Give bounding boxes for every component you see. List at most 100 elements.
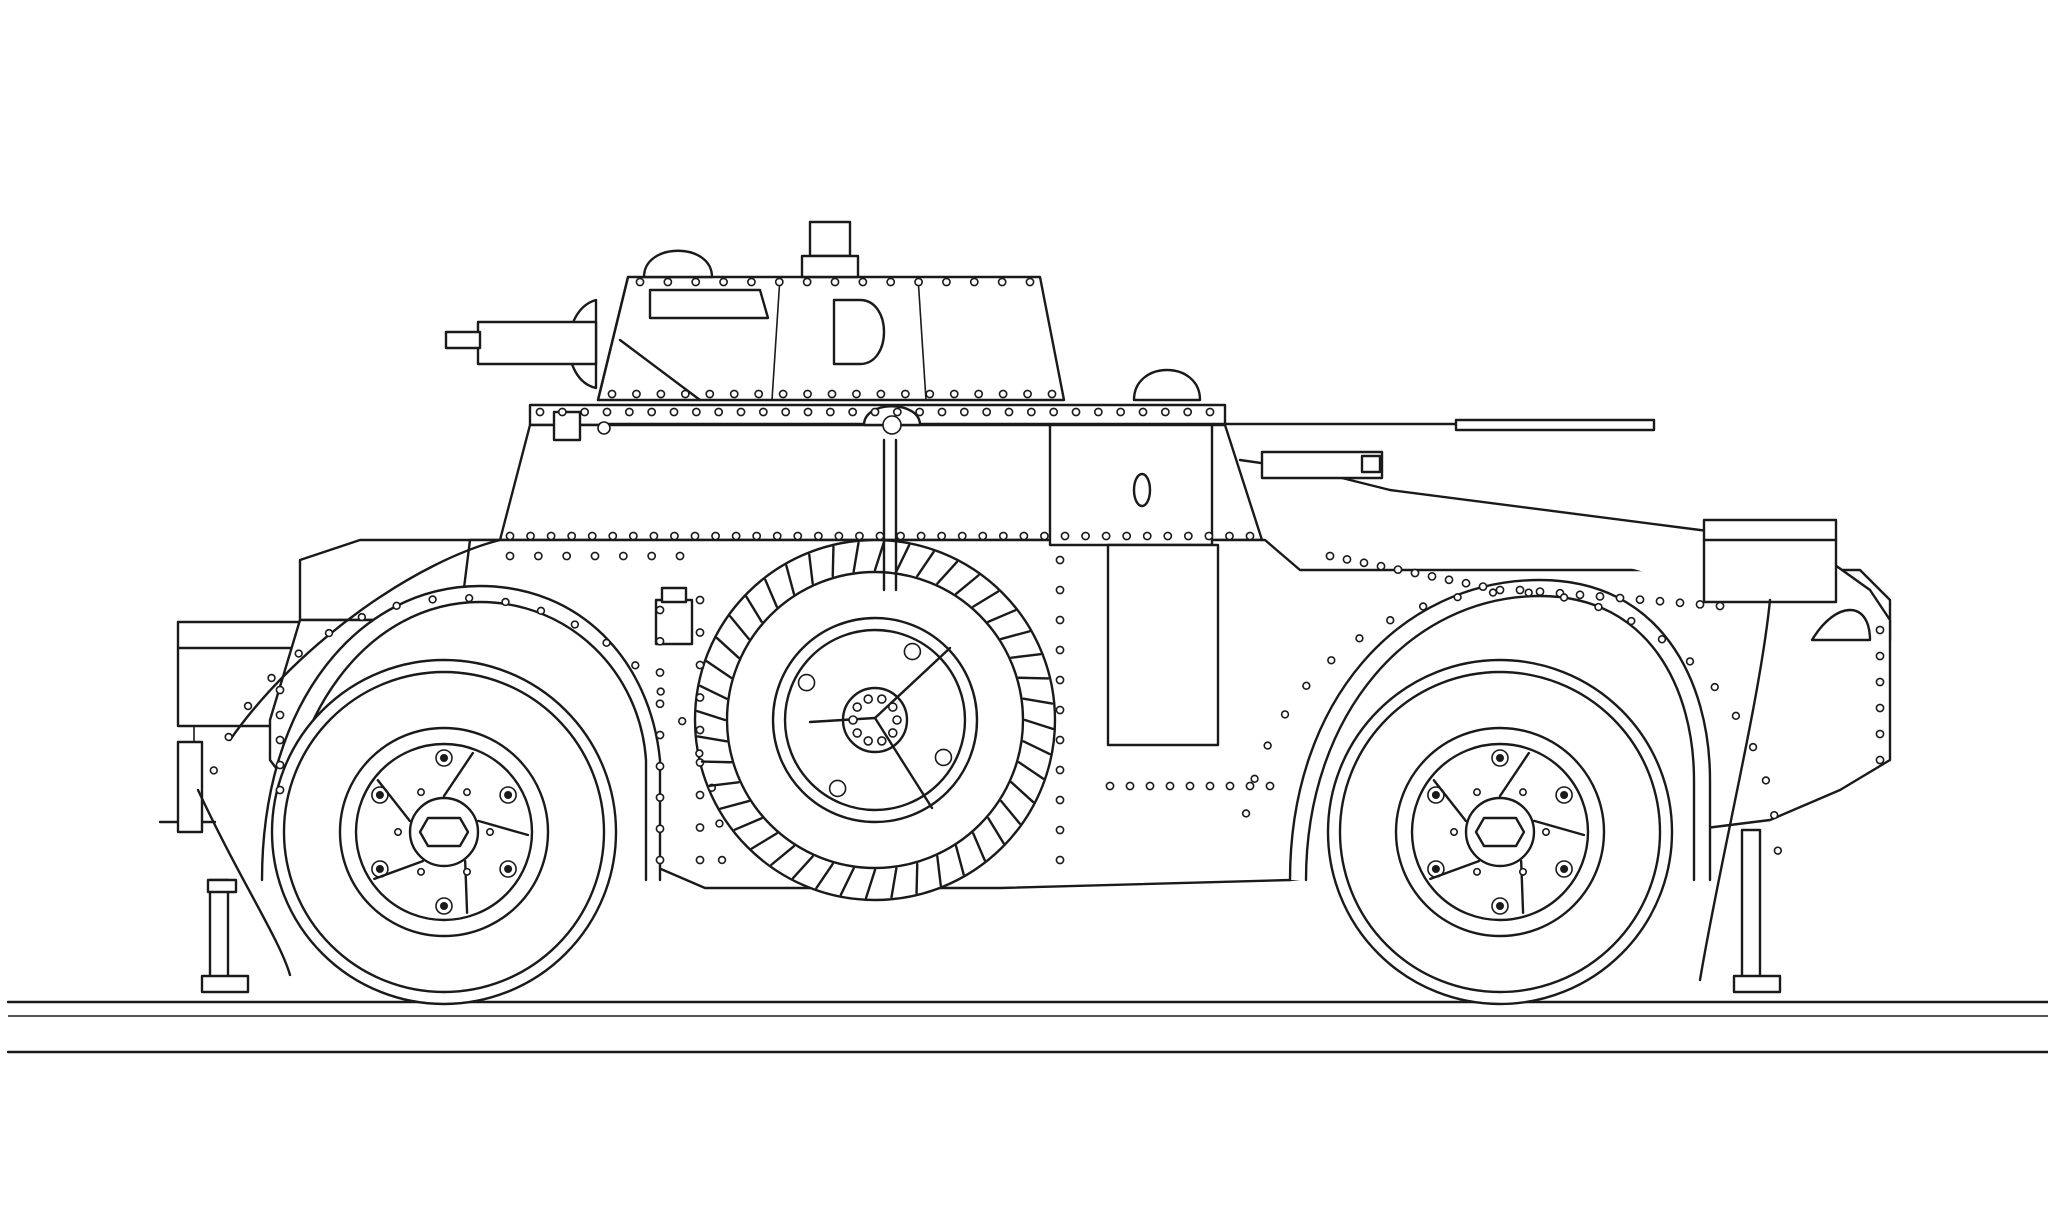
rivet <box>852 389 861 399</box>
rivet <box>793 531 803 541</box>
rivet <box>635 277 645 287</box>
tread-lug <box>954 844 965 876</box>
rivet <box>618 551 628 561</box>
tread-lug <box>733 817 763 831</box>
spare-wheel <box>693 538 1057 902</box>
tread-lug <box>1010 781 1035 804</box>
rivet <box>505 551 515 561</box>
rivet <box>717 855 727 865</box>
rivet <box>608 531 618 541</box>
rivet <box>1026 407 1036 417</box>
bolt-hole <box>876 694 887 704</box>
rivet <box>392 601 401 610</box>
rivet <box>705 389 715 399</box>
rivet <box>778 389 788 399</box>
rivet <box>1773 846 1783 855</box>
rivet <box>631 661 640 670</box>
rivet <box>275 760 285 770</box>
wheel-nut-center <box>375 791 384 799</box>
rivet <box>848 407 858 417</box>
rivet <box>1675 598 1685 608</box>
rivet <box>1204 531 1214 541</box>
rivet <box>324 628 334 638</box>
rivet <box>1163 531 1173 541</box>
rivet <box>731 531 741 541</box>
tread-lug <box>987 817 1005 845</box>
hub-bolt <box>485 827 494 836</box>
rivet <box>1049 407 1059 417</box>
rivet <box>675 551 685 561</box>
rivet <box>1138 407 1148 417</box>
wheel-spoke <box>1429 859 1481 881</box>
rivet <box>536 606 546 616</box>
tread-lug <box>729 615 751 641</box>
rivet <box>1055 735 1065 745</box>
front-road-wheel <box>1326 658 1674 1006</box>
rivet <box>695 823 705 832</box>
rivet <box>772 531 782 541</box>
rivet <box>562 551 572 561</box>
wheel-nut-center <box>1431 791 1440 799</box>
tread-lug <box>972 832 986 862</box>
hub-bolt <box>1519 867 1528 876</box>
rivet <box>1875 677 1885 687</box>
rivet <box>1655 596 1665 606</box>
rivet <box>1265 781 1275 791</box>
rivet <box>957 531 967 541</box>
rivet <box>949 389 959 399</box>
wheel-spoke <box>1533 819 1586 837</box>
hub-bolt <box>462 867 471 876</box>
rivet <box>813 531 823 541</box>
rivet <box>997 277 1007 287</box>
rivet <box>1093 407 1103 417</box>
rivet <box>1105 781 1115 791</box>
tread-lug <box>987 609 1017 623</box>
rivet <box>1685 657 1695 666</box>
rivet <box>736 407 746 417</box>
hub-bolt <box>1473 867 1482 876</box>
rivet <box>695 749 704 758</box>
rivet <box>959 407 969 417</box>
rivet <box>590 551 600 561</box>
rivet <box>803 407 813 417</box>
rivet <box>1055 855 1065 865</box>
rivet <box>715 819 724 828</box>
rivets <box>209 277 1885 865</box>
rivet <box>1594 602 1603 612</box>
rivet <box>1875 729 1885 739</box>
rivet <box>834 531 844 541</box>
rivet <box>1142 531 1152 541</box>
rivet <box>1245 531 1255 541</box>
tread-lug <box>999 630 1031 641</box>
rivet <box>747 277 756 287</box>
rivet <box>914 277 923 287</box>
filler-cap <box>654 586 694 646</box>
rivet <box>695 790 705 800</box>
rivet <box>876 389 886 399</box>
rivet <box>1710 682 1719 692</box>
tread-lug <box>715 636 740 659</box>
rivet <box>1495 585 1505 595</box>
rivet <box>1359 558 1369 568</box>
rivet <box>655 730 665 740</box>
rivet <box>803 389 812 399</box>
rivet <box>781 407 791 417</box>
rivet <box>1627 616 1636 626</box>
rivet <box>1875 703 1885 713</box>
tread-lug <box>1010 653 1042 659</box>
tread-lug <box>916 550 935 578</box>
rivet <box>669 407 679 417</box>
rivet <box>714 407 724 417</box>
bolt-hole <box>887 702 898 712</box>
rivet <box>1376 561 1386 571</box>
tread-lug <box>750 832 778 850</box>
rivet <box>655 855 665 865</box>
tread-lug <box>791 855 814 880</box>
rivet <box>1535 587 1545 596</box>
rivet <box>1055 585 1065 595</box>
rivet <box>1515 585 1525 595</box>
rivet <box>1875 625 1885 635</box>
rivet <box>1342 555 1352 564</box>
rivet <box>1595 592 1605 601</box>
